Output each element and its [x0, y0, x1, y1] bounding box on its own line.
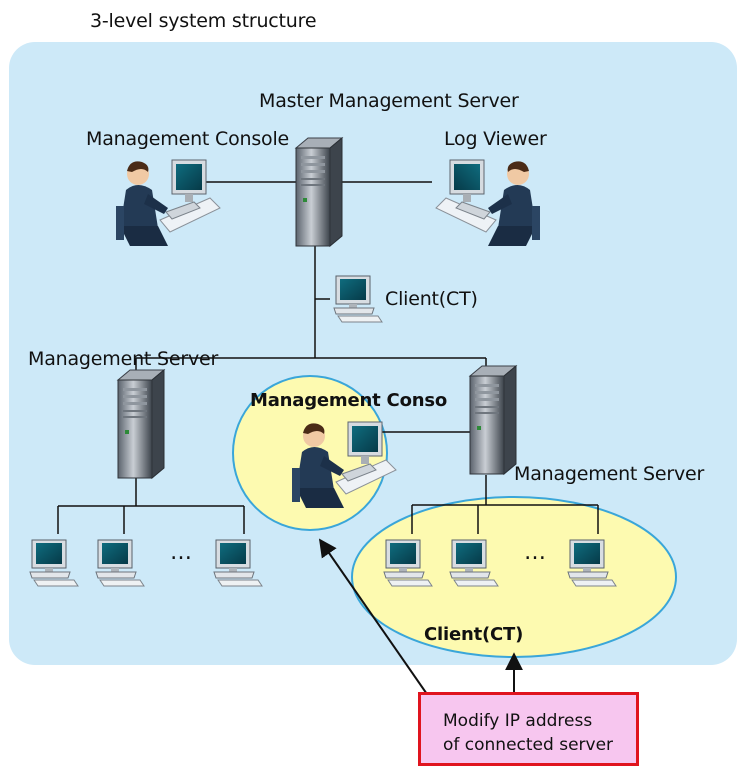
management-server-right-icon: [469, 365, 517, 475]
master-server-icon: [295, 137, 343, 247]
note-arrows: [318, 538, 523, 711]
management-server-right-label: Management Server: [514, 463, 705, 485]
client-bottom-label: Client(CT): [424, 624, 524, 645]
ellipsis-left: …: [170, 540, 192, 565]
log-viewer-label: Log Viewer: [444, 128, 547, 150]
client-top-label: Client(CT): [385, 288, 478, 310]
note-line-1: Modify IP address: [443, 711, 593, 731]
left-client-bus: [57, 478, 245, 534]
management-console-mid-label: Management Conso: [250, 390, 448, 411]
note-line-2: of connected server: [443, 735, 614, 755]
management-server-left-label: Management Server: [28, 348, 219, 370]
diagram-title: 3-level system structure: [90, 10, 317, 32]
ellipsis-right: …: [524, 540, 546, 565]
top-connections: [135, 181, 487, 378]
management-server-left-icon: [117, 369, 165, 479]
modify-ip-note: Modify IP address of connected server: [418, 692, 639, 766]
master-server-label: Master Management Server: [259, 90, 519, 112]
management-console-top-label: Management Console: [86, 128, 290, 150]
right-client-bus: [372, 431, 599, 534]
